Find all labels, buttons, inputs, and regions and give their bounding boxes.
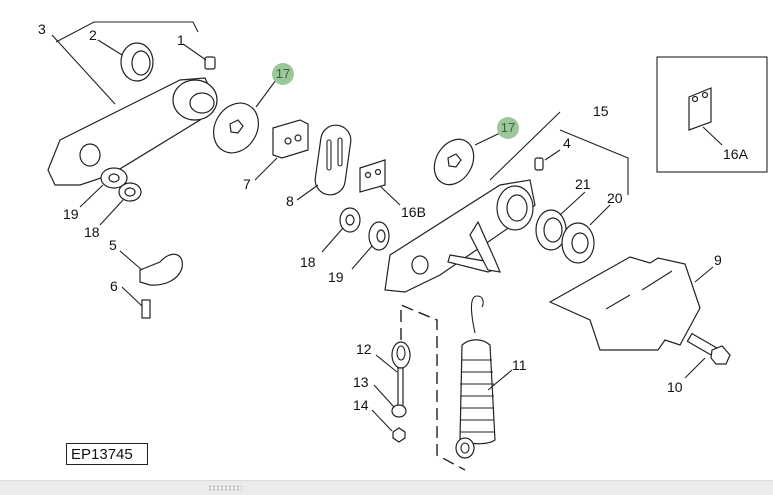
plate-16b <box>359 159 386 193</box>
bracket-3 <box>55 21 199 43</box>
spring-11 <box>455 295 496 459</box>
callout-18: 18 <box>84 224 100 240</box>
fitting-1 <box>204 56 216 70</box>
callout-12: 12 <box>356 341 372 357</box>
fitting-4 <box>534 157 544 171</box>
washer-17-right <box>433 138 475 186</box>
callout-19: 19 <box>63 206 79 222</box>
eye-bolt-12 <box>391 341 411 409</box>
callout-19: 19 <box>328 269 344 285</box>
callout-3: 3 <box>38 21 46 37</box>
callout-17-highlighted[interactable]: 17 <box>272 63 294 85</box>
block-7 <box>272 119 309 159</box>
callout-17-highlighted[interactable]: 17 <box>497 117 519 139</box>
callout-4: 4 <box>563 135 571 151</box>
slotted-plate-8 <box>314 124 352 196</box>
callout-15: 15 <box>593 103 609 119</box>
plate-16a <box>688 87 712 131</box>
callout-6: 6 <box>110 278 118 294</box>
callout-14: 14 <box>353 397 369 413</box>
callout-16a: 16A <box>723 146 748 162</box>
nut-13 <box>391 404 407 418</box>
bolt-6 <box>141 299 151 319</box>
washer-17-left <box>213 102 259 154</box>
figure-id-label: EP13745 <box>66 443 148 465</box>
inset-box <box>656 56 768 173</box>
idler-arm-right <box>384 179 536 293</box>
bearing-2 <box>120 42 154 82</box>
callout-13: 13 <box>353 374 369 390</box>
callout-16b: 16B <box>401 204 426 220</box>
bearing-21 <box>535 209 567 251</box>
callout-7: 7 <box>243 176 251 192</box>
pane-splitter[interactable] <box>0 480 773 495</box>
callout-1: 1 <box>177 32 185 48</box>
callout-21: 21 <box>575 176 591 192</box>
callout-10: 10 <box>667 379 683 395</box>
shield-9 <box>548 256 701 351</box>
callout-2: 2 <box>89 27 97 43</box>
washer-20 <box>561 222 595 264</box>
callout-5: 5 <box>109 237 117 253</box>
bolt-10 <box>686 332 731 365</box>
callout-8: 8 <box>286 193 294 209</box>
parts-diagram: 3 2 1 17 17 15 4 7 8 16B 19 18 21 20 5 6… <box>38 21 768 471</box>
clamp-5 <box>139 253 183 286</box>
idler-arm-left <box>47 77 218 186</box>
callout-11: 11 <box>512 357 527 373</box>
bracket-15 <box>559 129 629 195</box>
drag-grip-icon[interactable] <box>208 485 242 491</box>
callout-18: 18 <box>300 254 316 270</box>
diagram-drawing <box>47 21 768 471</box>
callout-9: 9 <box>714 252 722 268</box>
callout-20: 20 <box>607 190 623 206</box>
nut-14 <box>392 427 406 443</box>
